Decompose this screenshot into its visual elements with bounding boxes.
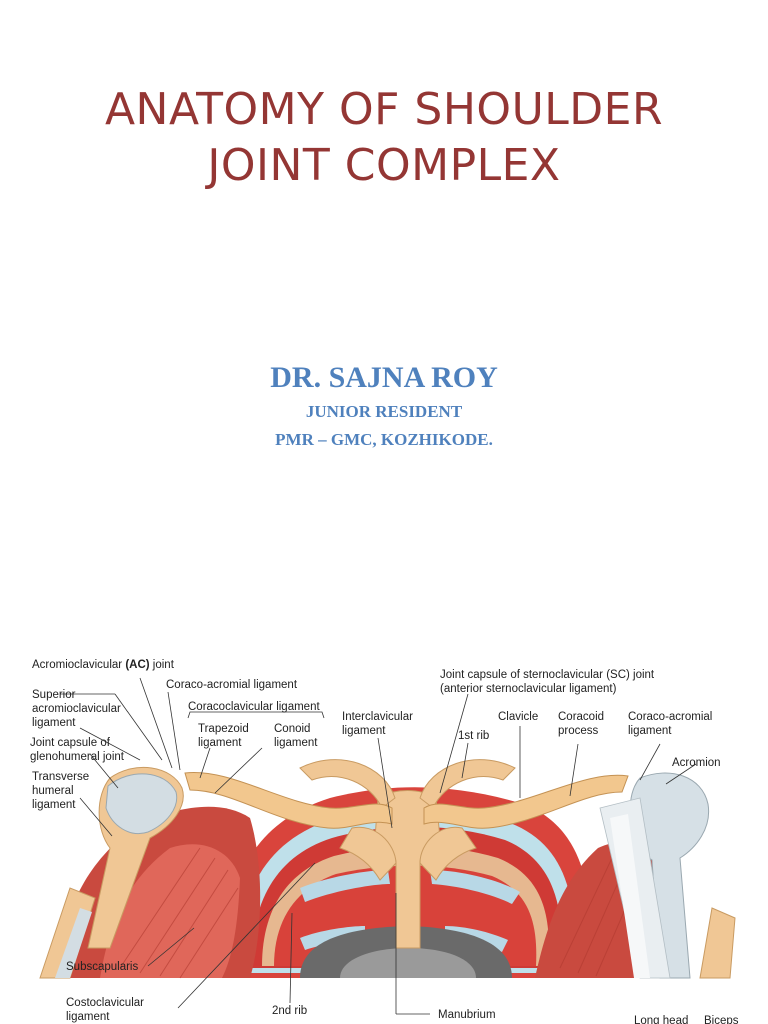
label-trapezoid-1: Trapezoid — [198, 723, 249, 735]
slide-title: ANATOMY OF SHOULDER JOINT COMPLEX — [0, 82, 768, 194]
label-glenohumeral-1: Joint capsule of — [30, 737, 111, 749]
anatomy-illustration: Acromioclavicular (AC) joint Coraco-acro… — [0, 648, 768, 1024]
label-clavicle: Clavicle — [498, 711, 538, 723]
title-line-2: JOINT COMPLEX — [207, 140, 561, 191]
label-coracoid-1: Coracoid — [558, 711, 604, 723]
label-costoclavicular-2: ligament — [66, 1011, 110, 1023]
label-conoid-1: Conoid — [274, 723, 310, 735]
label-coracoclavicular: Coracoclavicular ligament — [188, 701, 320, 713]
label-superior-ac-3: ligament — [32, 717, 76, 729]
label-transverse-1: Transverse — [32, 771, 89, 783]
label-ac-joint-bold: (AC) — [125, 659, 149, 671]
label-superior-ac-2: acromioclavicular — [32, 703, 121, 715]
label-coraco-acromial-left: Coraco-acromial ligament — [166, 679, 298, 691]
label-subscapularis: Subscapularis — [66, 961, 138, 973]
label-interclavicular-2: ligament — [342, 725, 386, 737]
label-second-rib: 2nd rib — [272, 1005, 307, 1017]
author-name: DR. SAJNA ROY — [270, 361, 498, 394]
title-line-1: ANATOMY OF SHOULDER — [104, 84, 664, 135]
label-ac-joint-prefix: Acromioclavicular — [32, 659, 122, 671]
label-costoclavicular-1: Costoclavicular — [66, 997, 144, 1009]
label-long-head: Long head — [634, 1015, 688, 1024]
author-role: JUNIOR RESIDENT — [305, 402, 463, 421]
label-sc-joint-1: Joint capsule of sternoclavicular (SC) j… — [440, 669, 655, 681]
label-trapezoid-2: ligament — [198, 737, 242, 749]
author-block: DR. SAJNA ROY JUNIOR RESIDENT PMR – GMC,… — [0, 358, 768, 454]
label-transverse-3: ligament — [32, 799, 76, 811]
label-first-rib: 1st rib — [458, 730, 489, 742]
svg-text:Acromioclavicular (AC): Acromioclavicular (AC) joint — [32, 659, 175, 671]
label-coraco-acromial-r1: Coraco-acromial — [628, 711, 712, 723]
label-conoid-2: ligament — [274, 737, 318, 749]
label-glenohumeral-2: glenohumeral joint — [30, 751, 125, 763]
label-manubrium: Manubrium — [438, 1009, 496, 1021]
label-biceps: Biceps — [704, 1015, 739, 1024]
shoulder-anatomy-figure: Acromioclavicular (AC) joint Coraco-acro… — [0, 648, 768, 1024]
label-coracoid-2: process — [558, 725, 599, 737]
author-affiliation: PMR – GMC, KOZHIKODE. — [275, 430, 493, 449]
label-interclavicular-1: Interclavicular — [342, 711, 413, 723]
label-superior-ac-1: Superior — [32, 689, 76, 701]
label-ac-joint-suffix: joint — [152, 659, 175, 671]
label-coraco-acromial-r2: ligament — [628, 725, 672, 737]
label-acromion: Acromion — [672, 757, 721, 769]
label-transverse-2: humeral — [32, 785, 74, 797]
label-sc-joint-2: (anterior sternoclavicular ligament) — [440, 683, 617, 695]
